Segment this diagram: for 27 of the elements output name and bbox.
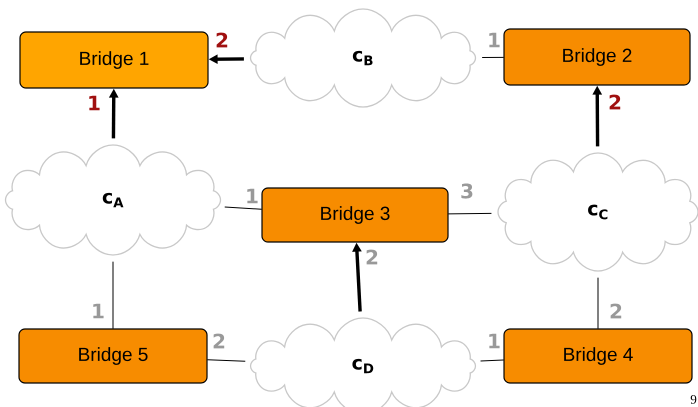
port-number: 3	[459, 182, 475, 200]
network-cloud: c$_{A}$	[4, 144, 222, 256]
link-line	[224, 206, 262, 210]
bridge-box: Bridge 2	[503, 28, 691, 86]
link-line	[448, 212, 492, 214]
port-number: 2	[608, 302, 624, 320]
port-number: 1	[486, 32, 502, 48]
port-number: 1	[486, 332, 502, 350]
port-number: 1	[244, 188, 260, 204]
bridge-box: Bridge 4	[503, 328, 693, 384]
port-number: 2	[211, 332, 227, 350]
link-line	[480, 360, 504, 362]
link-line	[112, 261, 114, 329]
link-line	[207, 359, 246, 362]
port-number: 2	[364, 248, 380, 266]
port-number: 2	[214, 32, 230, 48]
network-cloud: c$_{C}$	[497, 152, 698, 272]
network-cloud: c$_{B}$	[250, 8, 476, 108]
bridge-box: Bridge 3	[261, 187, 449, 243]
port-number: 1	[86, 94, 102, 112]
port-number: 1	[90, 302, 106, 320]
bridge-box: Bridge 5	[18, 328, 208, 384]
network-cloud: c$_{D}$	[250, 317, 476, 407]
bridge-box: Bridge 1	[19, 31, 209, 89]
link-line	[482, 56, 504, 58]
port-number: 2	[607, 94, 623, 110]
page-number: 9	[690, 395, 696, 404]
